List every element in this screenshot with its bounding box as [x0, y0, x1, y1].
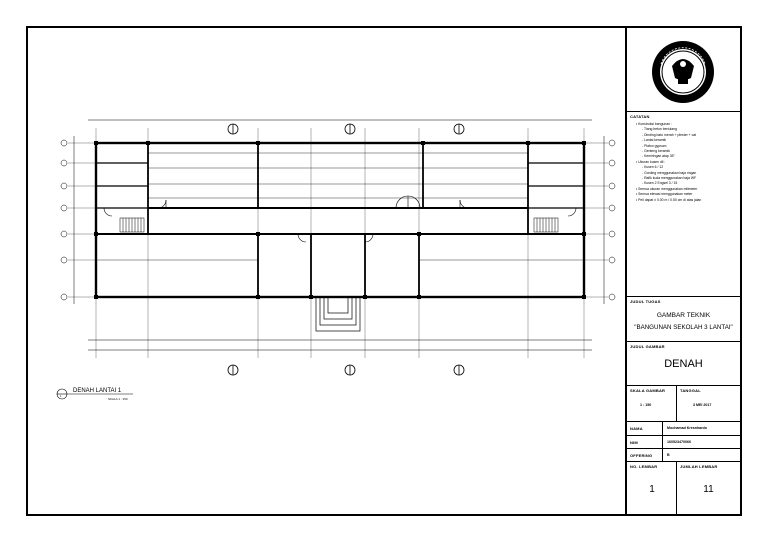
title-block: CATATAN Konstruksi bangunan :Tiang beton…: [625, 28, 740, 514]
grid-bubbles: [60, 139, 616, 301]
grid-lines-vertical: [95, 128, 585, 358]
note-item: Dinding batu merah + plester + cat: [636, 133, 738, 138]
nim-row: NIM 160523470066: [627, 436, 740, 449]
judul-tugas-line2: "BANGUNAN SEKOLAH 3 LANTAI": [634, 324, 733, 331]
nim-value: 160523470066: [667, 440, 691, 444]
jumlah-lembar-label: JUMLAH LEMBAR: [680, 464, 718, 469]
nama-label: NAMA: [630, 426, 643, 431]
no-lembar-label: NO. LEMBAR: [630, 464, 658, 469]
note-item: Kusen 2 Engsel 3 / 15: [636, 181, 738, 186]
nama-label-cell: NAMA: [627, 422, 663, 436]
note-item: Kusen 6 / 12: [636, 165, 738, 170]
nama-row: NAMA Mochamad Kresnhardo: [627, 422, 740, 436]
tanggal-label: TANGGAL: [680, 388, 701, 393]
stairs-right: [533, 217, 559, 233]
note-item: Genteng keramik: [636, 149, 738, 154]
judul-tugas-label: JUDUL TUGAS: [630, 299, 661, 304]
note-item: Tiang beton bertulang: [636, 127, 738, 132]
caption-marker: [56, 388, 133, 400]
notes-list: Konstruksi bangunan :Tiang beton bertula…: [630, 122, 738, 203]
note-item: Ukuran kusen dll :: [636, 160, 738, 165]
offering-row: OFFERING B: [627, 449, 740, 462]
note-item: Peil dapat ± 0.00 m / 0.50 cm di atas ja…: [636, 198, 738, 203]
offering-label-cell: OFFERING: [627, 449, 663, 462]
note-item: Lantai keramik: [636, 138, 738, 143]
no-lembar-value: 1: [649, 484, 655, 495]
notes-section: CATATAN Konstruksi bangunan :Tiang beton…: [627, 112, 740, 297]
columns: [94, 141, 586, 299]
judul-tugas-line1: GAMBAR TEKNIK: [656, 312, 711, 319]
offering-label: OFFERING: [630, 453, 653, 458]
judul-gambar-section: JUDUL GAMBAR DENAH: [627, 342, 740, 386]
skala-cell: SKALA GAMBAR 1 : 150: [627, 386, 677, 422]
note-item: Semua elevasi menggunakan meter: [636, 192, 738, 197]
tanggal-cell: TANGGAL 3 MEI 2017: [677, 386, 740, 422]
note-item: Kemiringan atap 35°: [636, 154, 738, 159]
entrance-steps: [315, 296, 361, 332]
note-item: Rafik kuda menggunakan baja WF: [636, 176, 738, 181]
note-item: Semua ukuran menggunakan milimeter: [636, 187, 738, 192]
no-lembar-cell: NO. LEMBAR 1: [627, 462, 677, 514]
skala-tanggal-section: SKALA GAMBAR 1 : 150 TANGGAL 3 MEI 2017: [627, 386, 740, 422]
nim-label-cell: NIM: [627, 436, 663, 449]
jumlah-lembar-value: 11: [703, 484, 714, 495]
skala-label: SKALA GAMBAR: [630, 388, 666, 393]
door-swings: [103, 195, 577, 243]
nama-value: Mochamad Kresnhardo: [667, 426, 707, 430]
logo-section: [627, 28, 740, 112]
jumlah-lembar-cell: JUMLAH LEMBAR 11: [677, 462, 740, 514]
judul-gambar-label: JUDUL GAMBAR: [630, 344, 665, 349]
catatan-label: CATATAN: [630, 114, 650, 119]
floor-plan-area: DENAH LANTAI 1 SKALA 1 : 150 1: [28, 28, 625, 514]
section-markers: [227, 123, 465, 376]
drawing-caption: DENAH LANTAI 1: [73, 388, 122, 394]
drawing-sheet: DENAH LANTAI 1 SKALA 1 : 150 1 CATATAN K…: [26, 26, 742, 516]
dimension-lines: [73, 119, 605, 351]
outer-wall: [94, 141, 586, 299]
university-seal-icon: [652, 41, 714, 103]
judul-gambar-value: DENAH: [664, 358, 703, 370]
grid-lines-horizontal: [68, 142, 608, 298]
skala-value: 1 : 150: [640, 403, 652, 407]
offering-value: B: [667, 453, 670, 457]
stairs-left: [119, 217, 145, 233]
tanggal-value: 3 MEI 2017: [693, 403, 712, 407]
judul-tugas-section: JUDUL TUGAS GAMBAR TEKNIK "BANGUNAN SEKO…: [627, 297, 740, 342]
drawing-caption-scale: SKALA 1 : 150: [108, 397, 128, 401]
note-item: Gording menggunakan baja ringan: [636, 171, 738, 176]
drawing-caption-tag: 1: [60, 394, 62, 398]
lembar-section: NO. LEMBAR 1 JUMLAH LEMBAR 11: [627, 462, 740, 514]
note-item: Konstruksi bangunan :: [636, 122, 738, 127]
nim-label: NIM: [630, 440, 638, 445]
note-item: Plafon gypsum: [636, 144, 738, 149]
floor-plan: DENAH LANTAI 1 SKALA 1 : 150 1: [56, 119, 616, 401]
